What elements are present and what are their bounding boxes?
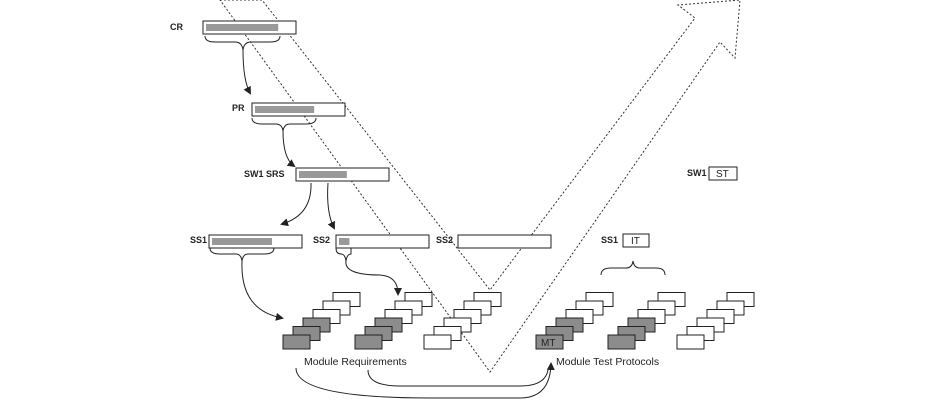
mt-label: MT [541,338,555,349]
label-ss1: SS1 [190,235,207,245]
label-pr: PR [232,103,245,113]
arrow-cr-to-pr [242,49,251,95]
requirement-bar-ss1 [208,234,303,249]
brace-cr [204,35,281,51]
arrow-pr-to-srs [282,130,296,168]
bar-frame [335,234,430,249]
label-ss1-it: SS1 [601,235,618,245]
arrow-srs-to-ss2 [327,182,335,230]
requirement-bar-ss2-left [335,234,430,249]
label-cr: CR [170,22,183,32]
document-page [354,334,383,350]
arrow-ss2-to-modules [345,260,402,296]
arrow-modreq2-to-test [367,369,549,387]
brace-ss1-it [600,260,666,276]
document-page [423,334,452,350]
document-page [607,334,636,350]
caption-module-requirements: Module Requirements [304,356,407,368]
document-page [282,334,311,350]
bar-progress-fill [339,238,350,245]
requirement-bar-sw1-srs [295,167,390,182]
label-ss2-right: SS2 [436,235,453,245]
module-req-stack-2 [354,292,433,350]
st-box [708,166,738,181]
module-test-stack-2 [607,292,686,350]
it-box-text: IT [631,236,640,247]
brace-ss2 [335,247,352,262]
arrow-modreq-to-test [295,362,555,399]
brace-pr [251,117,317,132]
requirement-bar-pr [251,102,346,117]
bar-frame [457,234,552,249]
document-page [535,334,564,350]
brace-ss1 [209,247,275,262]
arrow-ss1-to-modules [241,260,284,321]
st-box-text: ST [716,169,729,180]
module-req-stack-1 [282,292,361,350]
module-test-stack-1: MT [535,292,614,350]
v-model-arrow [219,0,741,373]
bar-progress-fill [212,238,273,245]
label-sw1-srs: SW1 SRS [244,169,285,179]
module-req-stack-3 [423,292,502,350]
caption-module-test-protocols: Module Test Protocols [556,356,659,368]
it-box [622,233,650,248]
arrow-srs-to-ss1 [280,182,312,227]
label-sw1-st: SW1 [687,168,707,178]
bar-progress-fill [255,106,315,113]
document-page [676,334,705,350]
bar-progress-fill [206,24,279,31]
requirement-bar-ss2-right [457,234,552,249]
bar-progress-fill [299,171,347,178]
requirement-bar-cr [202,20,297,35]
module-test-stack-3 [676,292,755,350]
label-ss2-left: SS2 [313,235,330,245]
